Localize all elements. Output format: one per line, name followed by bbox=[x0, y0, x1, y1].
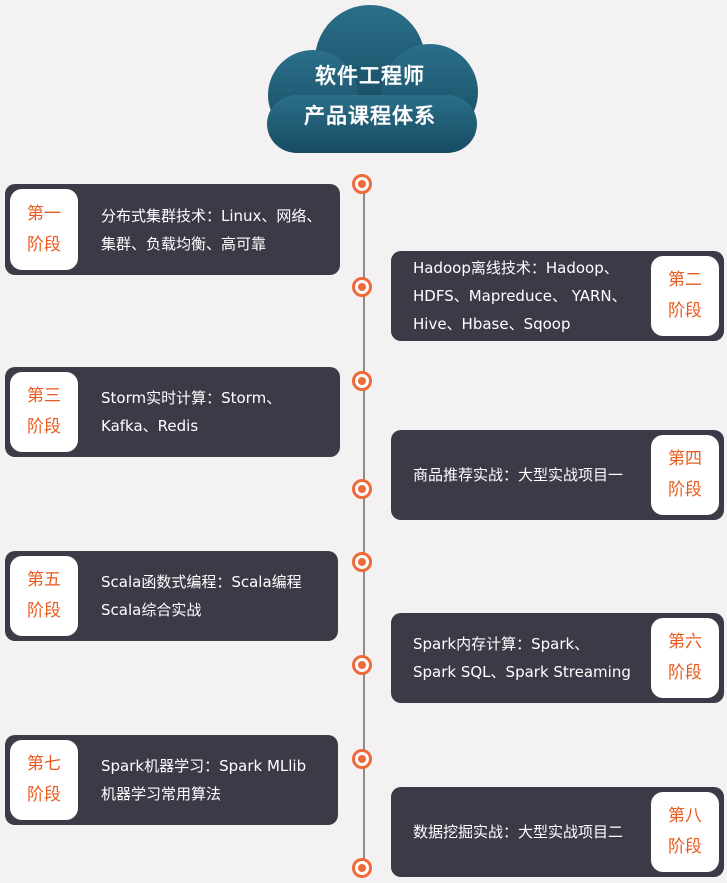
stage-description: Hadoop离线技术：Hadoop、 HDFS、Mapreduce、 YARN、… bbox=[413, 254, 627, 338]
stage-description: Spark内存计算：Spark、 Spark SQL、Spark Streami… bbox=[413, 630, 631, 686]
stage-word: 阶段 bbox=[668, 663, 702, 683]
stage-badge: 第七 阶段 bbox=[10, 740, 78, 820]
stage-badge: 第二 阶段 bbox=[651, 256, 719, 336]
stage-desc-line: Hive、Hbase、Sqoop bbox=[413, 315, 571, 333]
timeline-node bbox=[352, 552, 372, 572]
stage-number: 第八 bbox=[668, 806, 702, 826]
stage-number: 第四 bbox=[668, 449, 702, 469]
stage-badge: 第五 阶段 bbox=[10, 556, 78, 636]
stage-desc-line: 分布式集群技术：Linux、网络、 bbox=[101, 206, 322, 225]
stage-badge: 第一 阶段 bbox=[10, 189, 78, 270]
stage-badge: 第八 阶段 bbox=[651, 792, 719, 872]
stage-word: 阶段 bbox=[668, 480, 702, 500]
stage-description: Spark机器学习：Spark MLlib 机器学习常用算法 bbox=[101, 752, 306, 808]
stage-desc-line: Storm实时计算：Storm、 bbox=[101, 389, 282, 407]
stage-number: 第二 bbox=[668, 270, 702, 290]
stage-word: 阶段 bbox=[27, 417, 61, 437]
stage-card-1: 第一 阶段 分布式集群技术：Linux、网络、 集群、负载均衡、高可靠 bbox=[5, 184, 340, 275]
stage-number: 第六 bbox=[668, 632, 702, 652]
timeline-node bbox=[352, 277, 372, 297]
timeline-node bbox=[352, 479, 372, 499]
timeline-line bbox=[363, 183, 365, 873]
stage-description: Storm实时计算：Storm、 Kafka、Redis bbox=[101, 384, 281, 440]
stage-card-8: 数据挖掘实战：大型实战项目二 第八 阶段 bbox=[391, 787, 724, 877]
stage-card-7: 第七 阶段 Spark机器学习：Spark MLlib 机器学习常用算法 bbox=[5, 735, 338, 825]
stage-number: 第一 bbox=[27, 203, 61, 224]
stage-card-5: 第五 阶段 Scala函数式编程：Scala编程 Scala综合实战 bbox=[5, 551, 338, 641]
stage-desc-line: Kafka、Redis bbox=[101, 417, 199, 435]
stage-desc-line: Scala综合实战 bbox=[101, 601, 202, 619]
stage-desc-line: 商品推荐实战：大型实战项目一 bbox=[413, 466, 624, 484]
stage-desc-line: Hadoop离线技术：Hadoop、 bbox=[413, 259, 619, 277]
stage-desc-line: HDFS、Mapreduce、 YARN、 bbox=[413, 287, 627, 305]
stage-card-6: Spark内存计算：Spark、 Spark SQL、Spark Streami… bbox=[391, 613, 724, 703]
stage-description: 商品推荐实战：大型实战项目一 bbox=[413, 461, 623, 489]
stage-badge: 第四 阶段 bbox=[651, 435, 719, 515]
stage-word: 阶段 bbox=[27, 785, 61, 805]
stage-word: 阶段 bbox=[668, 301, 702, 321]
stage-word: 阶段 bbox=[27, 234, 61, 255]
stage-badge: 第三 阶段 bbox=[10, 372, 78, 452]
stage-desc-line: Spark机器学习：Spark MLlib bbox=[101, 757, 307, 775]
stage-number: 第三 bbox=[27, 386, 61, 406]
header-title-line2: 产品课程体系 bbox=[304, 104, 436, 128]
cloud-shape bbox=[267, 5, 478, 153]
stage-description: Scala函数式编程：Scala编程 Scala综合实战 bbox=[101, 568, 302, 624]
stage-number: 第五 bbox=[27, 570, 61, 590]
stage-number: 第七 bbox=[27, 754, 61, 774]
stage-desc-line: Scala函数式编程：Scala编程 bbox=[101, 573, 302, 591]
stage-desc-line: Spark内存计算：Spark、 bbox=[413, 635, 590, 653]
stage-word: 阶段 bbox=[27, 601, 61, 621]
timeline-node bbox=[352, 655, 372, 675]
header-title-line1: 软件工程师 bbox=[315, 64, 425, 88]
stage-word: 阶段 bbox=[668, 837, 702, 857]
timeline-node bbox=[352, 371, 372, 391]
stage-desc-line: Spark SQL、Spark Streaming bbox=[413, 663, 631, 681]
timeline-node bbox=[352, 858, 372, 878]
timeline-node bbox=[352, 749, 372, 769]
stage-description: 分布式集群技术：Linux、网络、 集群、负载均衡、高可靠 bbox=[101, 202, 321, 258]
stage-card-3: 第三 阶段 Storm实时计算：Storm、 Kafka、Redis bbox=[5, 367, 340, 457]
timeline-node bbox=[352, 174, 372, 194]
header-cloud: 软件工程师 产品课程体系 bbox=[255, 0, 495, 158]
stage-card-4: 商品推荐实战：大型实战项目一 第四 阶段 bbox=[391, 430, 724, 520]
stage-card-2: Hadoop离线技术：Hadoop、 HDFS、Mapreduce、 YARN、… bbox=[391, 251, 724, 341]
stage-description: 数据挖掘实战：大型实战项目二 bbox=[413, 818, 623, 846]
stage-badge: 第六 阶段 bbox=[651, 618, 719, 698]
stage-desc-line: 机器学习常用算法 bbox=[101, 785, 222, 803]
stage-desc-line: 集群、负载均衡、高可靠 bbox=[101, 234, 267, 253]
stage-desc-line: 数据挖掘实战：大型实战项目二 bbox=[413, 823, 624, 841]
